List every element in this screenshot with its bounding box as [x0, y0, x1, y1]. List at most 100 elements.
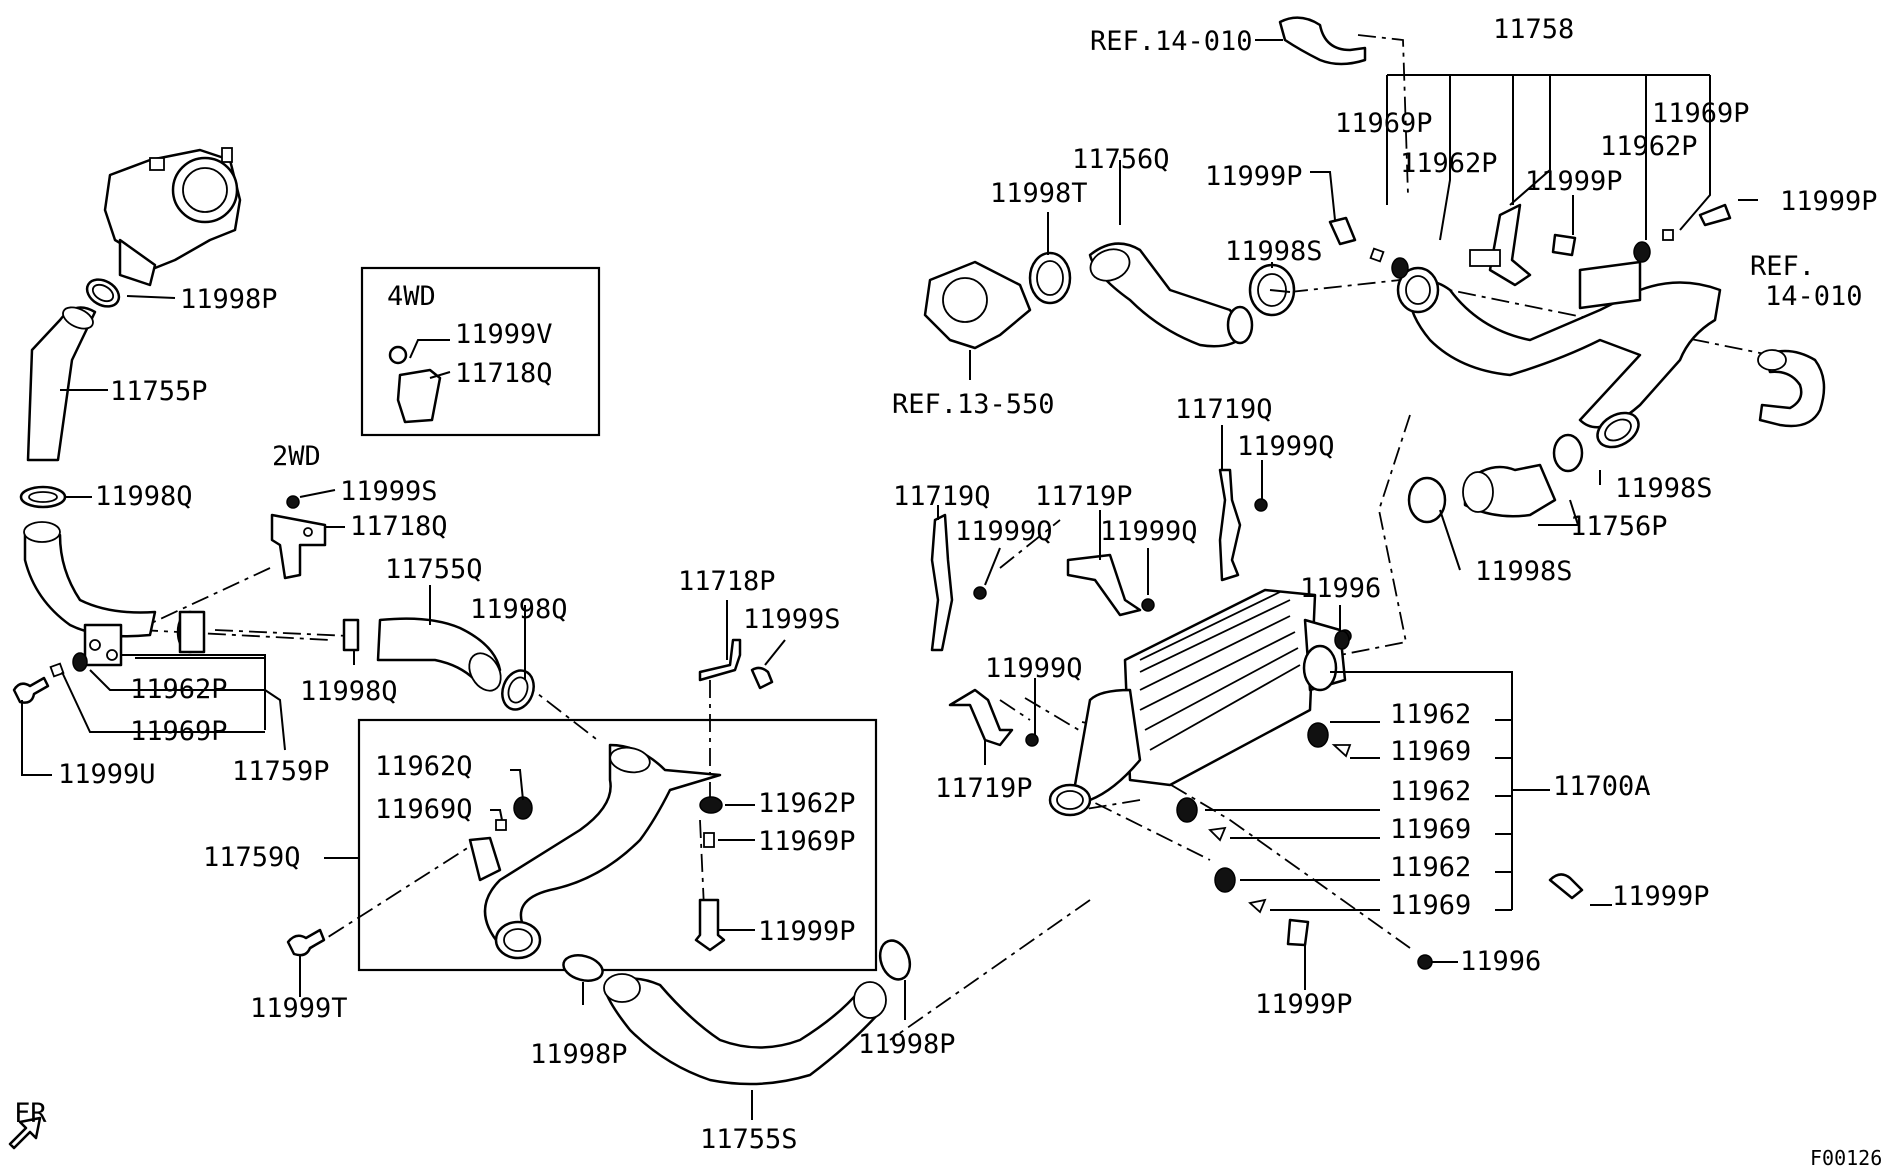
label-4wd: 4WD: [387, 281, 436, 312]
hose-clamp-11998S-mid: [1407, 476, 1447, 524]
fasteners-11700A: [1176, 722, 1433, 970]
label-11756P: 11756P: [1570, 511, 1668, 542]
label-11718Q-box: 11718Q: [455, 358, 553, 389]
intercooler-pipe-11759Q: [357, 718, 878, 972]
turbocharger: [103, 147, 242, 287]
label-11999S-mid: 11999S: [743, 604, 841, 635]
bracket-11719P-b: [948, 688, 1014, 747]
hose-clamp-11998T: [1028, 251, 1072, 305]
label-11759P: 11759P: [232, 756, 330, 787]
bolt-11999T: [286, 928, 326, 957]
label-ref-14-010-right-2: 14-010: [1765, 281, 1863, 312]
hose-clamp-11998S-right: [1552, 433, 1584, 473]
label-11999T: 11999T: [250, 993, 348, 1024]
hose-ref-14-010-top: [1278, 16, 1367, 66]
label-11996-a: 11996: [1300, 573, 1381, 604]
label-11969-c: 11969: [1390, 890, 1471, 921]
label-11969P-box: 11969P: [758, 826, 856, 857]
label-11998S-a: 11998S: [1225, 236, 1323, 267]
label-11969Q: 11969Q: [375, 794, 473, 825]
label-11998P-br: 11998P: [858, 1029, 956, 1060]
label-11999P-bottom: 11999P: [1255, 989, 1353, 1020]
label-11755S: 11755S: [700, 1124, 798, 1155]
label-2wd: 2WD: [272, 441, 321, 472]
label-11998Q-left: 11998Q: [95, 481, 193, 512]
label-11962-a: 11962: [1390, 699, 1471, 730]
callout-labels: REF.14-010 11758 11969P 11969P 11962P 11…: [14, 14, 1882, 1170]
fasteners-upper-right: [1328, 203, 1732, 279]
label-11999P-b: 11999P: [1525, 166, 1623, 197]
fasteners-box: [495, 796, 726, 952]
label-11962P-box: 11962P: [758, 788, 856, 819]
intercooler-pipe-11755S: [603, 973, 887, 1086]
label-11719P-a: 11719P: [1035, 481, 1133, 512]
hose-clamp-11998Q-left: [19, 485, 67, 509]
label-11962P-left: 11962P: [130, 674, 228, 705]
label-11999P-a: 11999P: [1205, 161, 1303, 192]
label-11718Q-2wd: 11718Q: [350, 511, 448, 542]
label-11998S-b: 11998S: [1615, 473, 1713, 504]
label-11700A: 11700A: [1553, 771, 1651, 802]
bracket-11719Q-b: [1218, 468, 1242, 582]
front-arrow-icon: [8, 1116, 42, 1150]
hose-clamp-11998P-bl: [562, 954, 604, 982]
label-fr: FR: [14, 1098, 47, 1129]
bracket-11718Q-2wd: [270, 495, 327, 580]
label-11755P: 11755P: [110, 376, 208, 407]
label-11962P-a: 11962P: [1400, 148, 1498, 179]
label-11962-c: 11962: [1390, 852, 1471, 883]
label-11998T: 11998T: [990, 178, 1088, 209]
label-11999Q-a: 11999Q: [955, 516, 1053, 547]
fastener-11996-top: [1334, 630, 1350, 650]
label-11999U: 11999U: [58, 759, 156, 790]
intercooler-pipe-11755Q: [176, 610, 502, 692]
intercooler-hose-11756P: [1462, 463, 1557, 518]
label-11962-b: 11962: [1390, 776, 1471, 807]
label-ref-13-550: REF.13-550: [892, 389, 1055, 420]
label-11999P-box: 11999P: [758, 916, 856, 947]
hose-clamp-11998P-top: [85, 278, 121, 308]
label-11969P-left: 11969P: [130, 716, 228, 747]
label-11962Q: 11962Q: [375, 751, 473, 782]
label-11999Q-c: 11999Q: [1237, 431, 1335, 462]
bracket-11719P-a: [1066, 553, 1142, 617]
label-11998Q-low: 11998Q: [300, 676, 398, 707]
fasteners-left: [12, 652, 88, 704]
label-ref-14-010-top: REF.14-010: [1090, 26, 1253, 57]
label-11999Q-b: 11999Q: [1100, 516, 1198, 547]
label-11719P-b: 11719P: [935, 773, 1033, 804]
label-11719Q-a: 11719Q: [893, 481, 991, 512]
label-11998Q-mid: 11998Q: [470, 594, 568, 625]
label-11999V: 11999V: [455, 319, 553, 350]
clip-11998Q: [342, 618, 360, 652]
intercooler-core: [1048, 588, 1347, 817]
intercooler-pipe-11759P: [23, 521, 157, 667]
box-4wd: [360, 266, 601, 437]
label-11999S-2wd: 11999S: [340, 476, 438, 507]
intercooler-hose-11756Q: [1088, 242, 1254, 348]
label-11759Q: 11759Q: [203, 842, 301, 873]
label-11969P-b: 11969P: [1652, 98, 1750, 129]
label-11969-a: 11969: [1390, 736, 1471, 767]
hose-clamp-11998Q-mid: [501, 669, 535, 711]
label-11999P-r: 11999P: [1612, 881, 1710, 912]
label-11758: 11758: [1493, 14, 1574, 45]
label-11755Q: 11755Q: [385, 554, 483, 585]
bracket-11719Q-a: [930, 513, 954, 652]
label-11718P: 11718P: [678, 566, 776, 597]
hose-ref-14-010-right: [1757, 349, 1826, 428]
figure-code: F00126: [1810, 1146, 1882, 1170]
label-11962P-b: 11962P: [1600, 131, 1698, 162]
label-11719Q-b: 11719Q: [1175, 394, 1273, 425]
label-11969-b: 11969: [1390, 814, 1471, 845]
label-11999P-c: 11999P: [1780, 186, 1878, 217]
label-11999Q-d: 11999Q: [985, 653, 1083, 684]
label-11998S-c: 11998S: [1475, 556, 1573, 587]
bracket-11718P: [698, 638, 774, 690]
intercooler-pipe-11758: [1396, 203, 1722, 449]
label-ref-14-010-right-1: REF.: [1750, 251, 1815, 282]
intercooler-pipe-11755P: [26, 306, 97, 462]
bolt-11999P-bottom: [1286, 873, 1584, 947]
label-11998P-bl: 11998P: [530, 1039, 628, 1070]
